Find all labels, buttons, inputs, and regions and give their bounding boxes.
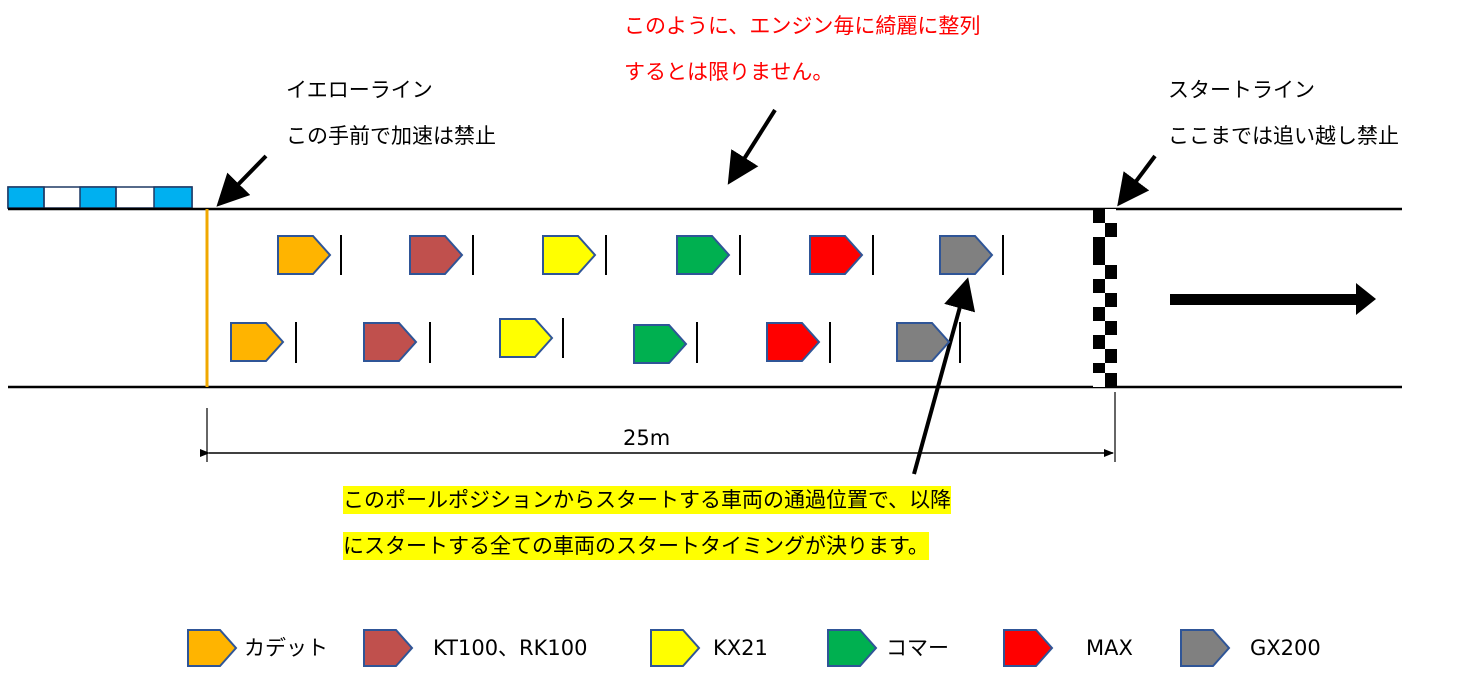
legend-label-cadet: カデット [244,636,328,660]
note-top-line1: このように、エンジン毎に綺麗に整列 [624,14,981,38]
flag-strip [7,186,193,209]
direction-arrow [1170,283,1376,315]
note-bottom-line2: にスタートする全ての車両のスタートタイミングが決ります。 [343,532,929,560]
legend-label-commer: コマー [886,636,949,660]
legend-label-kx21: KX21 [713,636,768,660]
yellow-line-desc: この手前で加速は禁止 [286,124,496,148]
start-line-title: スタートライン [1168,78,1315,102]
distance-label: 25m [623,426,671,450]
legend-icons [187,629,1231,667]
legend-label-max: MAX [1086,636,1133,660]
legend-max-icon [1003,629,1054,667]
flag-block [79,186,117,209]
kart-max [809,235,864,275]
kart-row-2 [230,318,961,364]
start-line-callout-arrow [1117,154,1157,207]
pole-position-callout-arrow [912,277,976,475]
note-bottom-line1: このポールポジションからスタートする車両の通過位置で、以降 [343,486,952,514]
start-line-desc: ここまでは追い越し禁止 [1168,124,1399,148]
note-callout-arrow [727,108,777,185]
kart-commer [676,235,731,275]
kart-row-1 [277,235,1004,275]
kart-kx21 [542,235,597,275]
note-top-line2: するとは限りません。 [624,60,834,84]
legend-kx21-icon [650,629,701,667]
kart-cadet [277,235,332,275]
kart-cadet [230,322,285,362]
legend-gx200-icon [1180,629,1231,667]
yellow-line-title: イエローライン [286,78,433,102]
kart-gx200 [896,322,951,362]
kart-max [766,322,821,362]
kart-gx200 [939,235,994,275]
legend-kt100-icon [363,629,414,667]
kart-kt100 [363,322,418,362]
kart-commer [633,324,688,364]
flag-block [7,186,45,209]
flag-block [153,186,193,209]
legend-cadet-icon [187,629,238,667]
legend-label-kt100: KT100、RK100 [433,636,588,660]
yellow-line-callout-arrow [216,154,268,207]
start-line-checkered [1093,209,1117,387]
kart-kx21 [499,318,554,358]
kart-kt100 [409,235,464,275]
legend-label-gx200: GX200 [1250,636,1321,660]
legend-commer-icon [827,629,878,667]
